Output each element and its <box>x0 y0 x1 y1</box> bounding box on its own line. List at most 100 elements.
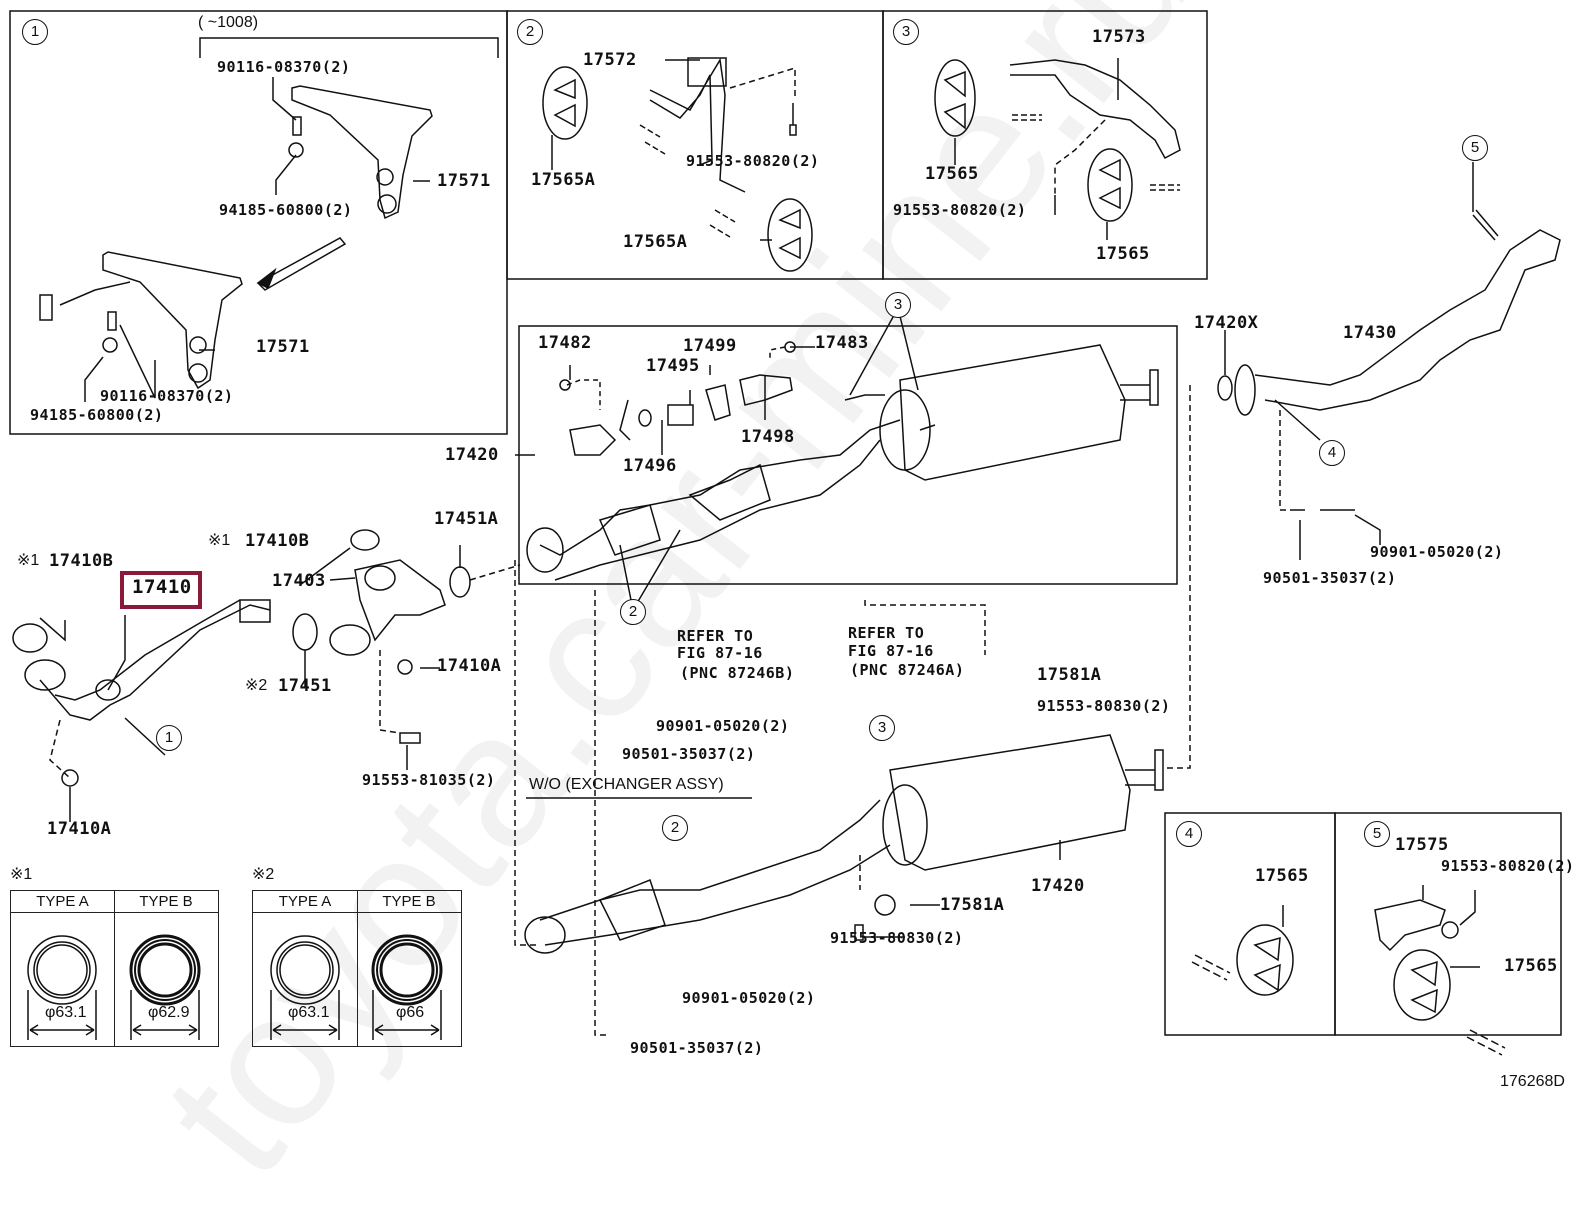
bracket-17573 <box>1009 59 1181 160</box>
hanger-17565-5 <box>1393 949 1506 1056</box>
drawing-layer <box>9 10 1562 1056</box>
refer-link-87246a[interactable]: (PNC 87246A) <box>850 661 965 679</box>
bracket-17575 <box>1374 885 1476 952</box>
part-91553-80820[interactable]: 91553-80820(2) <box>893 201 1027 219</box>
part-17565a[interactable]: 17565A <box>623 232 688 252</box>
part-17451a[interactable]: 17451A <box>434 509 499 529</box>
diameter-value: φ66 <box>396 1004 425 1021</box>
selected-part-highlight <box>120 571 202 609</box>
figure-id: 176268D <box>1500 1073 1565 1090</box>
type-b-header: TYPE B <box>357 891 461 913</box>
exchanger-assy-frame <box>518 325 1178 585</box>
callout-5-inset: 5 <box>1364 821 1390 847</box>
part-17498[interactable]: 17498 <box>741 427 795 447</box>
part-17410a[interactable]: 17410A <box>437 656 502 676</box>
part-91553-80820[interactable]: 91553-80820(2) <box>1441 857 1575 875</box>
hanger-17565-3b <box>1087 148 1133 222</box>
part-17572[interactable]: 17572 <box>583 50 637 70</box>
sensor-parts <box>559 341 796 456</box>
exchanger-assembly <box>526 344 1159 581</box>
part-90501-35037[interactable]: 90501-35037(2) <box>622 745 756 763</box>
part-17420[interactable]: 17420 <box>445 445 499 465</box>
note-mark-2: ※2 <box>245 677 268 694</box>
part-90116-08370[interactable]: 90116-08370(2) <box>217 58 351 76</box>
part-17499[interactable]: 17499 <box>683 336 737 356</box>
part-17410a[interactable]: 17410A <box>47 819 112 839</box>
range-label: ( ~1008) <box>198 14 259 31</box>
callout-2-inset: 2 <box>517 19 543 45</box>
gasket-table-1: TYPE A TYPE B φ63.1 φ62.9 <box>10 890 219 1047</box>
part-17573[interactable]: 17573 <box>1092 27 1146 47</box>
refer-note-2: REFER TO <box>848 624 925 642</box>
part-90501-35037[interactable]: 90501-35037(2) <box>630 1039 764 1057</box>
range-bracket <box>199 37 499 58</box>
callout-2[interactable]: 2 <box>620 599 646 625</box>
type-a-header: TYPE A <box>11 891 114 913</box>
callout-1[interactable]: 1 <box>156 725 182 751</box>
gasket-drawings <box>27 934 443 1040</box>
part-17410b[interactable]: 17410B <box>49 551 114 571</box>
callout-3-inset: 3 <box>893 19 919 45</box>
inset-3-frame <box>882 10 1208 280</box>
part-17403[interactable]: 17403 <box>272 571 326 591</box>
part-17495[interactable]: 17495 <box>646 356 700 376</box>
type-a-header: TYPE A <box>253 891 357 913</box>
note-mark-1: ※1 <box>17 552 40 569</box>
part-17571[interactable]: 17571 <box>437 171 491 191</box>
part-91553-80830[interactable]: 91553-80830(2) <box>1037 697 1171 715</box>
part-17581a[interactable]: 17581A <box>1037 665 1102 685</box>
diameter-value: φ62.9 <box>148 1004 190 1021</box>
part-17451[interactable]: 17451 <box>278 676 332 696</box>
part-91553-81035[interactable]: 91553-81035(2) <box>362 771 496 789</box>
part-94185-60800[interactable]: 94185-60800(2) <box>30 406 164 424</box>
part-94185-60800[interactable]: 94185-60800(2) <box>219 201 353 219</box>
refer-link-87246b[interactable]: (PNC 87246B) <box>680 664 795 682</box>
part-90901-05020[interactable]: 90901-05020(2) <box>682 989 816 1007</box>
type-b-header: TYPE B <box>114 891 218 913</box>
part-17565[interactable]: 17565 <box>1096 244 1150 264</box>
exchanger-note: W/O (EXCHANGER ASSY) <box>529 776 724 793</box>
part-90901-05020[interactable]: 90901-05020(2) <box>656 717 790 735</box>
part-17565[interactable]: 17565 <box>1255 866 1309 886</box>
part-17496[interactable]: 17496 <box>623 456 677 476</box>
part-17581a[interactable]: 17581A <box>940 895 1005 915</box>
part-17420[interactable]: 17420 <box>1031 876 1085 896</box>
hanger-17565a-1 <box>542 66 588 140</box>
part-17410-selected[interactable]: 17410 <box>132 576 192 598</box>
part-17410b[interactable]: 17410B <box>245 531 310 551</box>
inset-5-frame <box>1334 812 1562 1036</box>
refer-note-1: REFER TO <box>677 627 754 645</box>
part-17483[interactable]: 17483 <box>815 333 869 353</box>
part-17565a[interactable]: 17565A <box>531 170 596 190</box>
part-91553-80830[interactable]: 91553-80830(2) <box>830 929 964 947</box>
hanger-17565-4 <box>1191 905 1294 996</box>
hanger-17565-3a <box>934 59 976 137</box>
part-17571[interactable]: 17571 <box>256 337 310 357</box>
refer-note-2: FIG 87-16 <box>848 642 934 660</box>
callout-2[interactable]: 2 <box>662 815 688 841</box>
gasket-table-mark: ※1 <box>10 866 33 883</box>
gasket-table-2: TYPE A TYPE B φ63.1 φ66 <box>252 890 462 1047</box>
callout-4[interactable]: 4 <box>1319 440 1345 466</box>
part-17565[interactable]: 17565 <box>1504 956 1558 976</box>
callout-3[interactable]: 3 <box>869 715 895 741</box>
inset-2-frame <box>506 10 884 280</box>
callout-3[interactable]: 3 <box>885 292 911 318</box>
refer-note-1: FIG 87-16 <box>677 644 763 662</box>
arrow-icon <box>256 237 347 291</box>
diameter-value: φ63.1 <box>45 1004 87 1021</box>
note-mark-1: ※1 <box>208 532 231 549</box>
part-17430[interactable]: 17430 <box>1343 323 1397 343</box>
part-17420x[interactable]: 17420X <box>1194 313 1259 333</box>
part-91553-80820[interactable]: 91553-80820(2) <box>686 152 820 170</box>
gaskets-and-flange-17403 <box>61 529 471 787</box>
part-90901-05020[interactable]: 90901-05020(2) <box>1370 543 1504 561</box>
part-90501-35037[interactable]: 90501-35037(2) <box>1263 569 1397 587</box>
callout-4-inset: 4 <box>1176 821 1202 847</box>
part-17575[interactable]: 17575 <box>1395 835 1449 855</box>
part-17565[interactable]: 17565 <box>925 164 979 184</box>
part-17482[interactable]: 17482 <box>538 333 592 353</box>
bracket-17571-lower <box>39 251 243 390</box>
callout-5[interactable]: 5 <box>1462 135 1488 161</box>
part-90116-08370[interactable]: 90116-08370(2) <box>100 387 234 405</box>
